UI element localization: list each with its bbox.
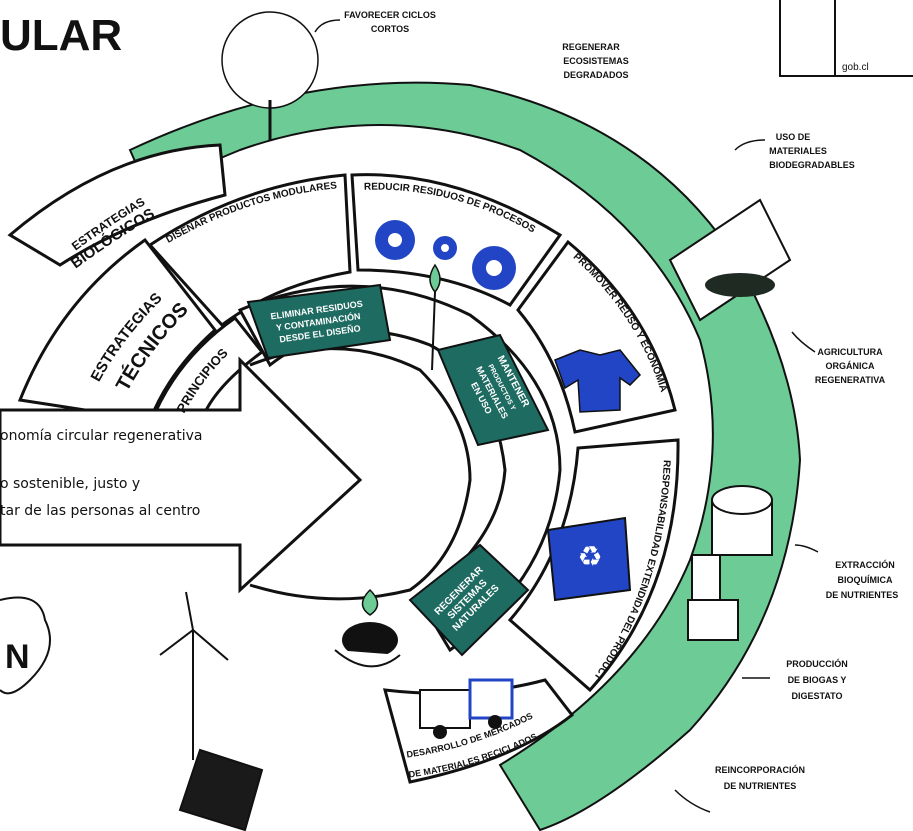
svg-text:MATERIALES: MATERIALES bbox=[769, 146, 827, 156]
principle-tag-eliminate: ELIMINAR RESIDUOS Y CONTAMINACIÓN DESDE … bbox=[246, 283, 392, 360]
svg-text:FAVORECER CICLOS: FAVORECER CICLOS bbox=[344, 10, 436, 20]
svg-text:ECOSISTEMAS: ECOSISTEMAS bbox=[563, 56, 629, 66]
svg-text:DE NUTRIENTES: DE NUTRIENTES bbox=[724, 781, 797, 791]
thought-bubble bbox=[0, 596, 51, 695]
hands-icon bbox=[334, 622, 401, 668]
svg-text:PRODUCCIÓN: PRODUCCIÓN bbox=[786, 658, 848, 669]
bio-strategy-ecosystems: REGENERAR ECOSISTEMAS DEGRADADOS bbox=[562, 42, 629, 80]
bio-strategy-extraction: EXTRACCIÓN BIOQUÍMICA DE NUTRIENTES bbox=[794, 544, 899, 600]
svg-text:♻: ♻ bbox=[577, 541, 602, 572]
ring-section-reuse bbox=[516, 239, 677, 434]
svg-text:DIGESTATO: DIGESTATO bbox=[791, 691, 842, 701]
page-title: ULAR bbox=[0, 11, 122, 60]
bio-strategy-short-cycles: FAVORECER CICLOS CORTOS bbox=[314, 10, 436, 34]
greenhouse-icon bbox=[668, 198, 792, 322]
svg-text:BIOQUÍMICA: BIOQUÍMICA bbox=[838, 575, 893, 585]
gear-icon bbox=[375, 220, 516, 290]
svg-text:DEGRADADOS: DEGRADADOS bbox=[563, 70, 628, 80]
bubble-letter: N bbox=[5, 638, 30, 676]
arrow-text-3: tar de las personas al centro bbox=[0, 503, 200, 519]
svg-text:REGENERATIVA: REGENERATIVA bbox=[815, 375, 886, 385]
bio-label-panel bbox=[7, 143, 227, 267]
bio-strategy-biodegradable: USO DE MATERIALES BIODEGRADABLES bbox=[734, 132, 855, 170]
svg-text:ORGÁNICA: ORGÁNICA bbox=[826, 361, 875, 371]
principle-tag-regenerate: REGENERAR SISTEMAS NATURALES bbox=[408, 543, 530, 657]
svg-text:AGRICULTURA: AGRICULTURA bbox=[817, 347, 883, 357]
svg-text:DE NUTRIENTES: DE NUTRIENTES bbox=[826, 590, 899, 600]
recycle-icon: ♻ bbox=[546, 516, 632, 602]
logo-box bbox=[779, 0, 913, 77]
solar-panel-icon bbox=[178, 748, 264, 831]
svg-text:BIODEGRADABLES: BIODEGRADABLES bbox=[769, 160, 855, 170]
bio-strategy-biogas: PRODUCCIÓN DE BIOGAS Y DIGESTATO bbox=[742, 658, 848, 701]
svg-text:DE BIOGAS Y: DE BIOGAS Y bbox=[788, 675, 847, 685]
princ-label-panel bbox=[147, 315, 265, 427]
arrow-text-2: o sostenible, justo y bbox=[0, 476, 140, 492]
svg-text:CORTOS: CORTOS bbox=[371, 24, 409, 34]
wind-turbine-icon bbox=[159, 591, 229, 760]
gob-logo: gob.cl bbox=[842, 62, 869, 73]
svg-text:EXTRACCIÓN: EXTRACCIÓN bbox=[835, 559, 895, 570]
forklift-icon bbox=[419, 678, 514, 739]
tec-label-panel bbox=[17, 237, 218, 422]
arrow-text-1: onomía circular regenerativa bbox=[0, 428, 202, 444]
svg-text:REINCORPORACIÓN: REINCORPORACIÓN bbox=[715, 764, 805, 775]
svg-text:REGENERAR: REGENERAR bbox=[562, 42, 620, 52]
bio-strategy-nutrients: REINCORPORACIÓN DE NUTRIENTES bbox=[674, 764, 805, 813]
sprout-icon bbox=[361, 263, 441, 616]
bio-strategy-agriculture: AGRICULTURA ORGÁNICA REGENERATIVA bbox=[791, 331, 886, 385]
svg-text:USO DE: USO DE bbox=[776, 132, 811, 142]
central-arrow bbox=[0, 356, 363, 594]
sweater-icon bbox=[554, 349, 642, 413]
tree-icon bbox=[221, 11, 319, 140]
biodigester-icon bbox=[687, 485, 773, 641]
